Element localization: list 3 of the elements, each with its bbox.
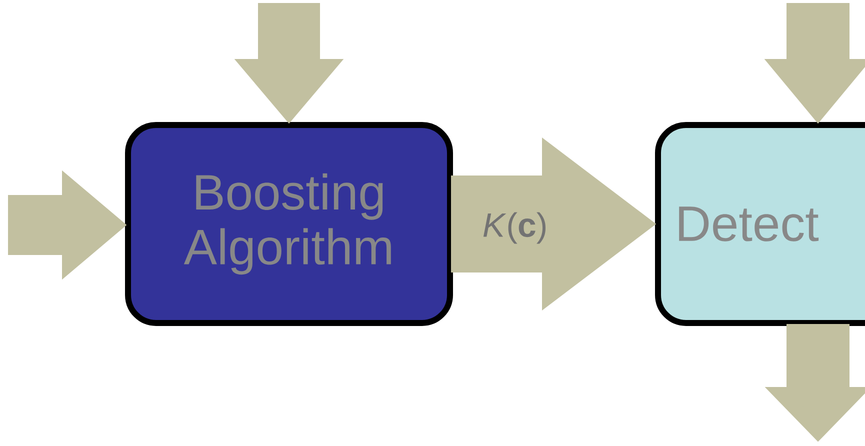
process-box: Detect — [655, 122, 865, 326]
process-box: Boosting Algorithm — [125, 122, 453, 326]
edge-label: K(c) — [483, 212, 546, 244]
